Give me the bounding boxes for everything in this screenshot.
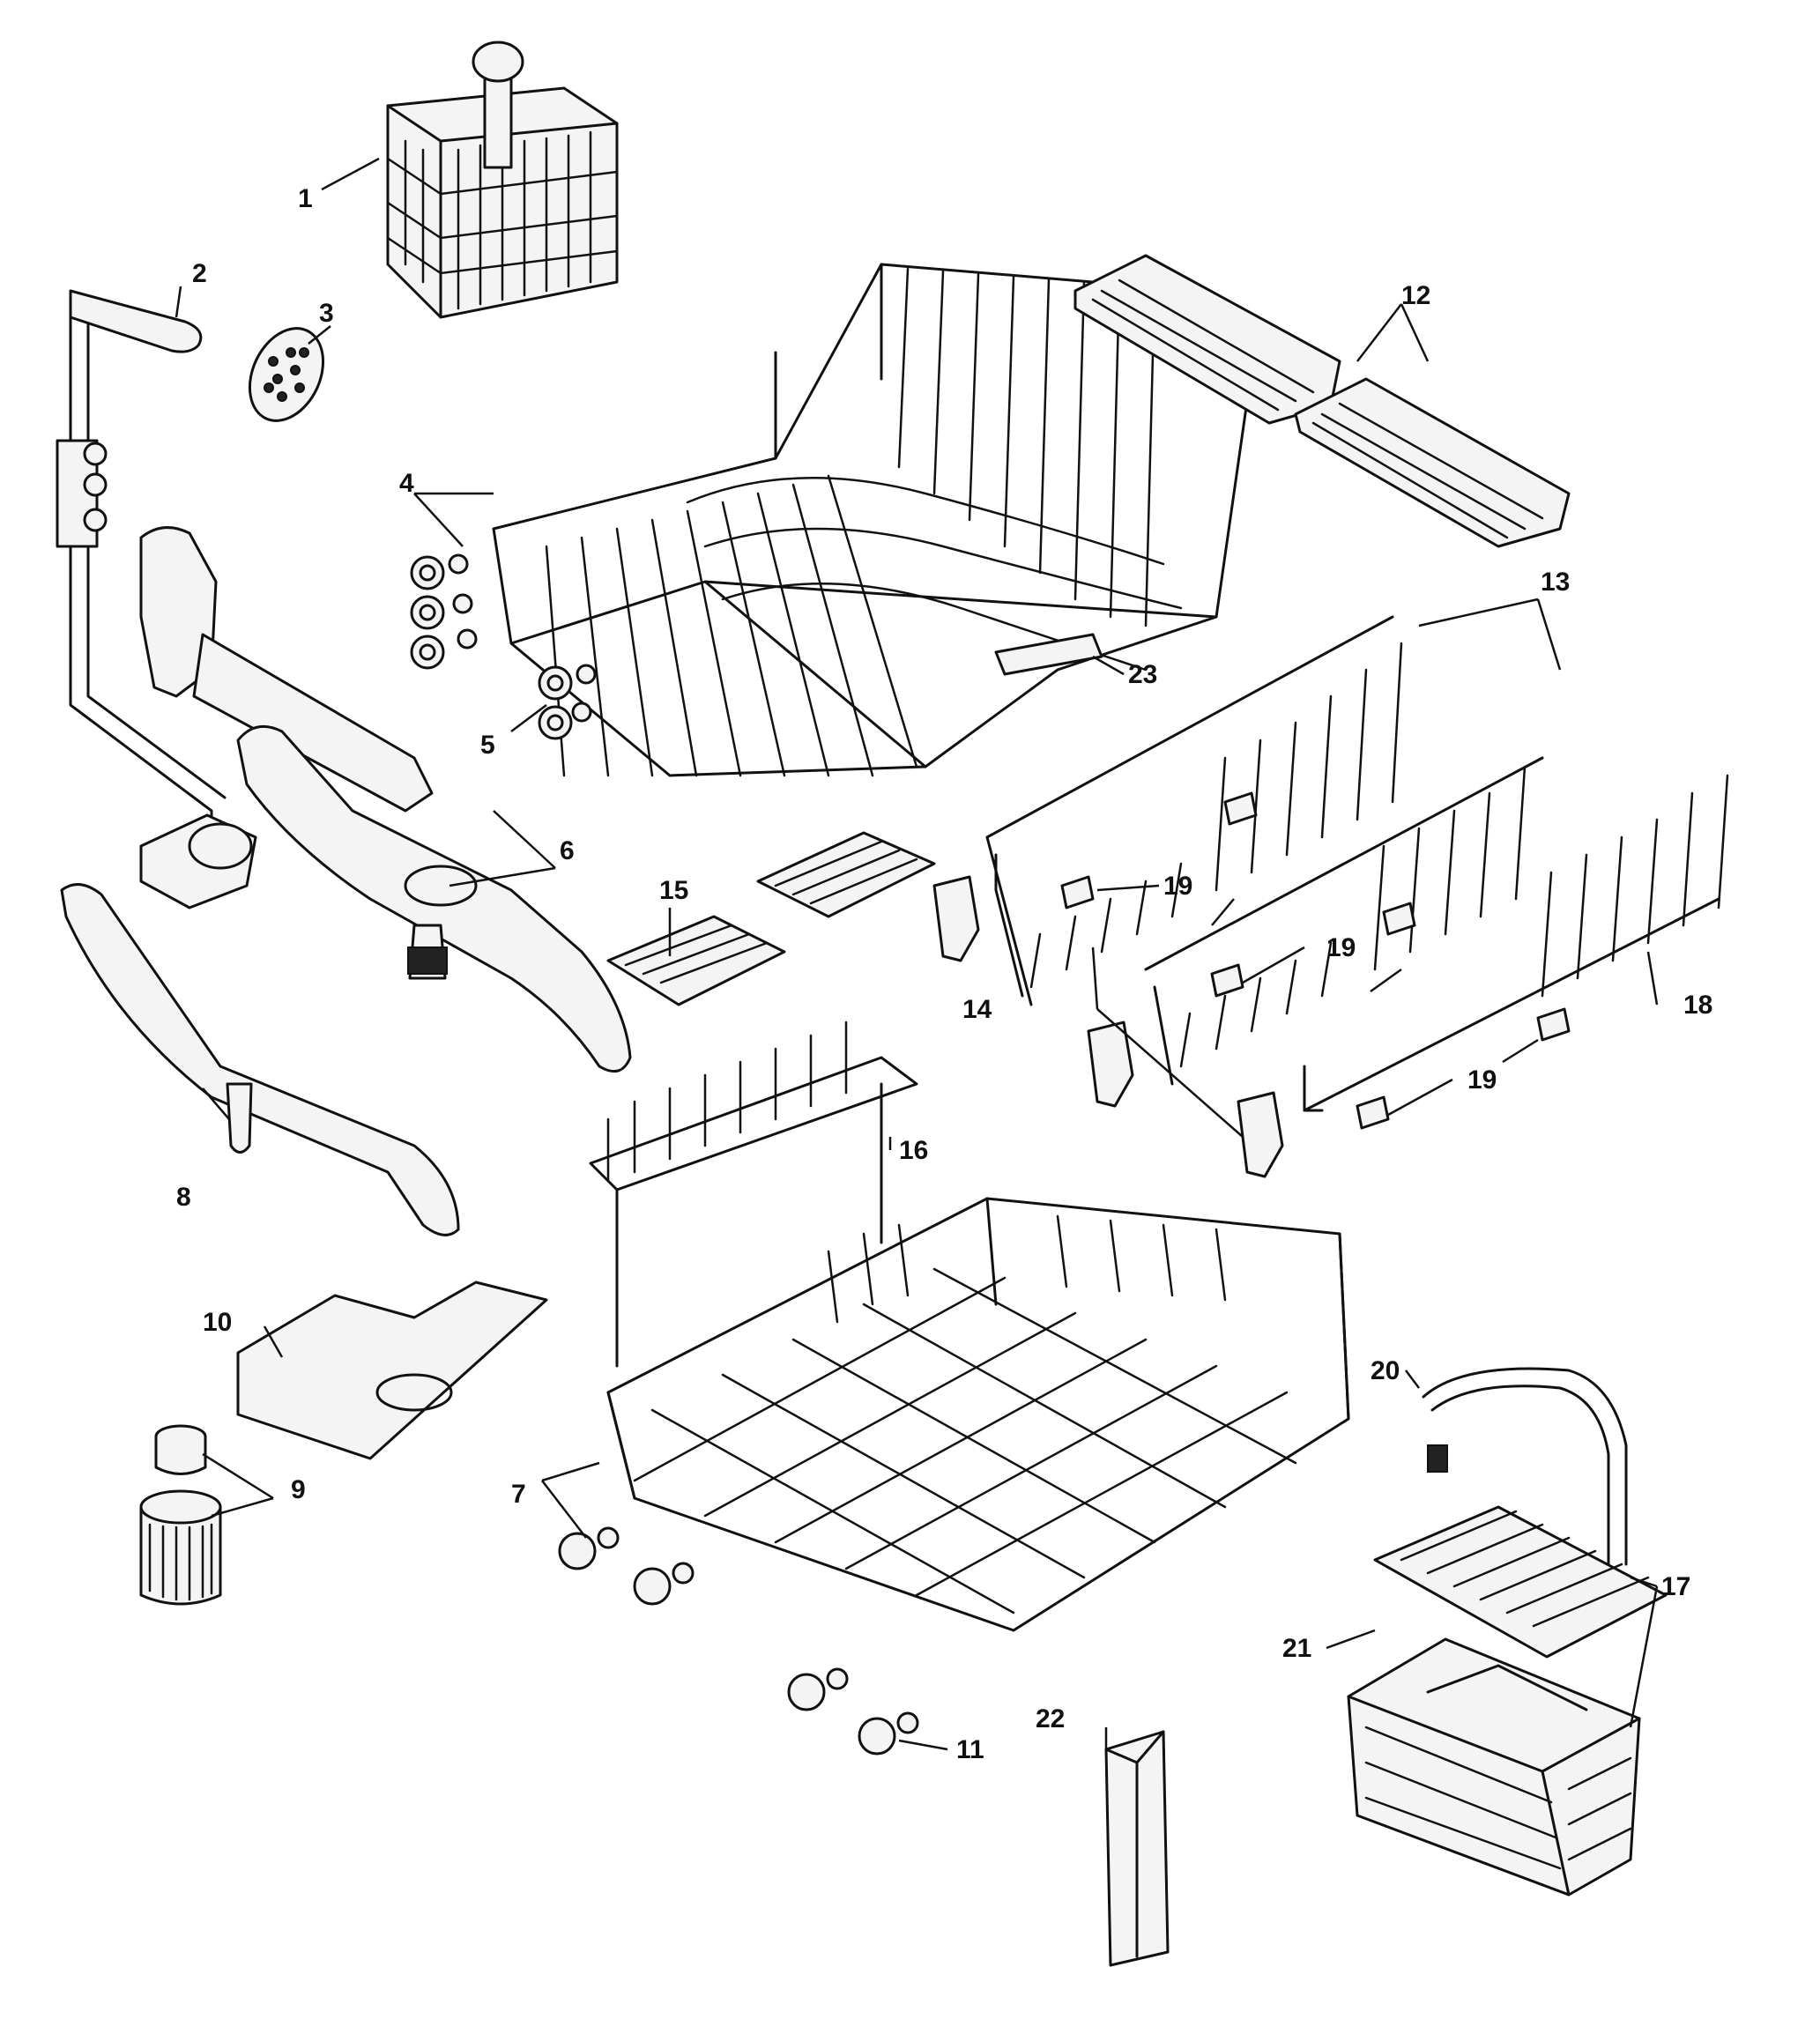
callout-6: 6 bbox=[560, 836, 575, 865]
callout-4: 4 bbox=[399, 469, 414, 498]
part-folding-tines bbox=[985, 615, 1729, 1112]
part-rack-insert bbox=[589, 1021, 918, 1368]
callout-22: 22 bbox=[1036, 1704, 1065, 1733]
callout-3: 3 bbox=[319, 299, 334, 328]
part-lower-rack-wheels bbox=[558, 1526, 919, 1756]
part-splash-shield bbox=[236, 1281, 548, 1460]
callout-19-a: 19 bbox=[1163, 872, 1192, 901]
callout-2: 2 bbox=[192, 259, 207, 288]
part-supply-tube bbox=[56, 289, 257, 909]
callout-8: 8 bbox=[176, 1183, 191, 1212]
leader-lines bbox=[175, 157, 1659, 1751]
callout-16: 16 bbox=[899, 1136, 928, 1165]
part-basket-handle bbox=[1422, 1367, 1628, 1570]
part-lower-spray-arm bbox=[60, 883, 460, 1236]
callout-13: 13 bbox=[1541, 568, 1570, 597]
part-upper-spray-arm bbox=[139, 526, 632, 1073]
part-lower-rack bbox=[606, 1197, 1350, 1632]
part-utensil-holder bbox=[1104, 1730, 1170, 1967]
callout-19-b: 19 bbox=[1326, 933, 1356, 962]
part-basket-lid bbox=[1373, 1505, 1668, 1659]
callout-1: 1 bbox=[298, 184, 313, 213]
part-filter bbox=[139, 1424, 222, 1606]
part-cup-shelves bbox=[1073, 254, 1571, 548]
part-clips bbox=[1060, 791, 1571, 1130]
part-cutlery-trays bbox=[606, 831, 936, 1006]
callout-17: 17 bbox=[1661, 1572, 1690, 1601]
part-silverware-basket-bottom bbox=[1347, 1637, 1641, 1897]
callout-12: 12 bbox=[1401, 281, 1430, 310]
callout-5: 5 bbox=[480, 731, 495, 760]
part-upper-rack bbox=[492, 263, 1253, 777]
callout-9: 9 bbox=[291, 1475, 306, 1504]
part-nozzle-disc bbox=[248, 327, 325, 422]
part-silverware-basket-top bbox=[386, 41, 619, 319]
callout-15: 15 bbox=[659, 876, 688, 905]
callout-14: 14 bbox=[962, 995, 992, 1024]
callout-labels: 1 2 3 4 5 6 7 8 9 10 11 12 13 14 15 16 1… bbox=[176, 184, 1712, 1764]
callout-20: 20 bbox=[1371, 1356, 1400, 1385]
callout-11: 11 bbox=[956, 1735, 984, 1764]
part-rack-stops bbox=[932, 875, 1284, 1178]
callout-10: 10 bbox=[203, 1308, 232, 1337]
callout-23: 23 bbox=[1128, 660, 1157, 689]
callout-18: 18 bbox=[1683, 991, 1712, 1020]
part-upper-rack-wheels bbox=[410, 553, 597, 740]
callout-7: 7 bbox=[511, 1480, 526, 1509]
callout-21: 21 bbox=[1282, 1634, 1311, 1663]
callout-19-c: 19 bbox=[1467, 1065, 1497, 1095]
